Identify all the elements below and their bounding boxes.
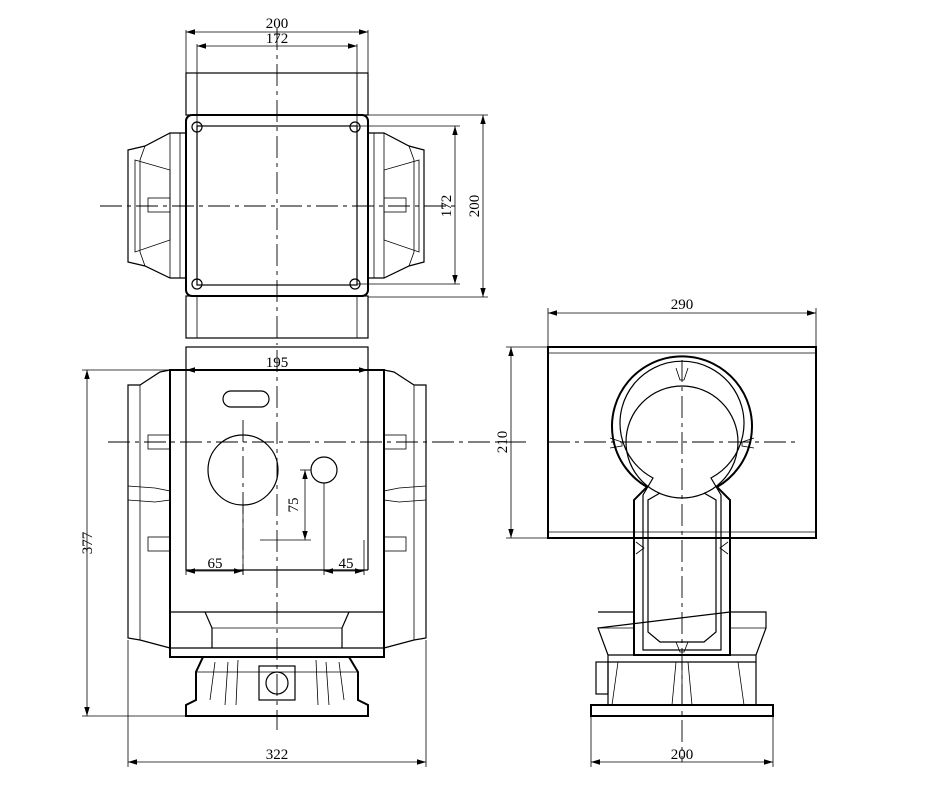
dim-top-width-outer: 200 <box>266 16 289 32</box>
dim-side-width: 290 <box>671 297 694 313</box>
dim-front-hole-height: 75 <box>286 498 302 513</box>
front-view: 195 65 45 75 377 322 <box>80 346 530 767</box>
dim-front-hole-offset-right: 45 <box>339 556 354 572</box>
top-view: 200 172 172 200 <box>100 16 488 345</box>
side-view: 290 210 200 <box>495 297 817 767</box>
dim-top-width-inner: 172 <box>266 31 289 47</box>
dim-top-height-outer: 200 <box>467 195 483 218</box>
dim-side-base-width: 200 <box>671 747 694 763</box>
dim-front-total-height: 377 <box>80 531 96 554</box>
dim-front-plate-width: 195 <box>266 355 289 371</box>
bolt-hole <box>191 278 203 290</box>
small-lens-circle <box>310 456 338 484</box>
bolt-hole <box>349 121 361 133</box>
dim-top-height-inner: 172 <box>439 195 455 218</box>
dim-front-total-width: 322 <box>266 747 289 763</box>
dim-side-height: 210 <box>495 431 511 454</box>
dim-front-hole-offset-left: 65 <box>208 556 223 572</box>
